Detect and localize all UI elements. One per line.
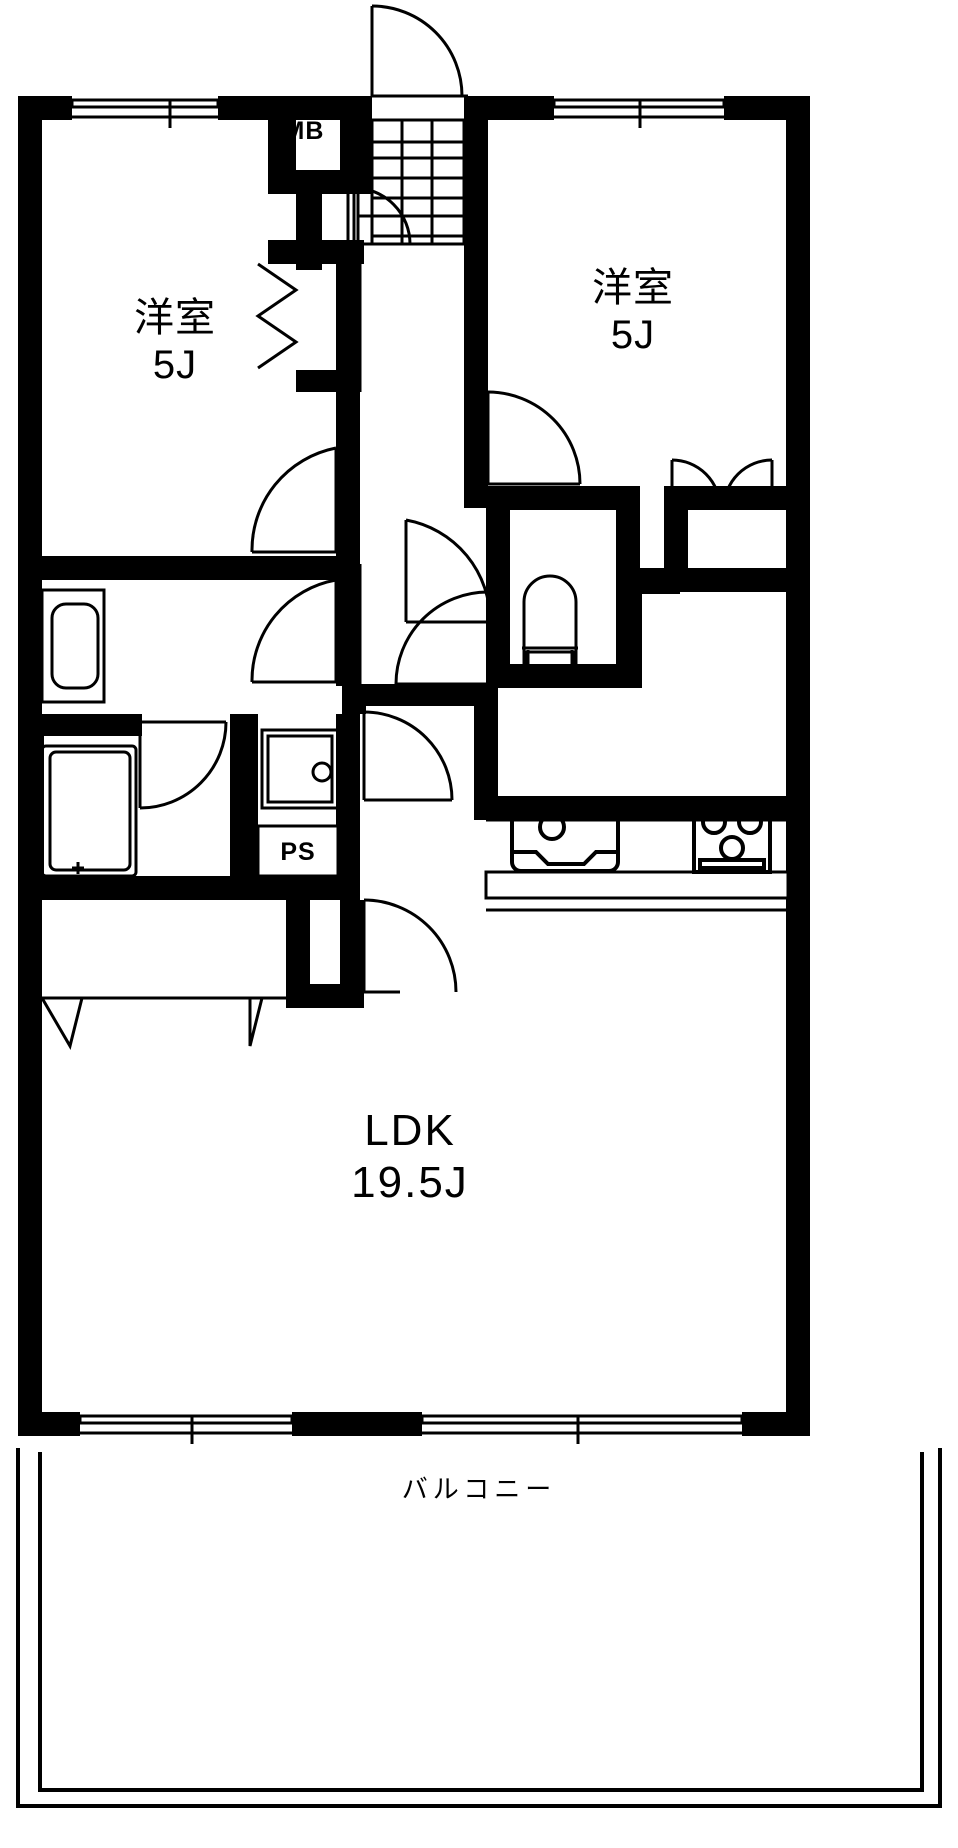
shoe-cupboard-door	[346, 186, 412, 246]
ldk-north-sliding-door	[40, 996, 286, 1050]
room-label-bedroom-right: 洋室 5J	[528, 265, 738, 359]
thin-lines	[16, 4, 942, 1808]
entrance-tile-grid	[356, 118, 466, 246]
door-washroom-corridor	[250, 578, 338, 684]
window-bedroom-right	[552, 98, 726, 128]
door-kitchen	[362, 710, 454, 802]
room-name: LDK	[364, 1106, 456, 1155]
entrance-door	[370, 4, 468, 98]
door-hall-ldk	[362, 898, 458, 994]
door-bath	[138, 720, 228, 810]
toilet-fixture	[522, 574, 578, 674]
kitchen-sink	[510, 803, 620, 873]
room-size: 5J	[610, 313, 656, 358]
meter-box-label: MB	[283, 117, 325, 145]
window-ldk-south	[78, 1414, 744, 1444]
closet-double-door-right	[670, 458, 774, 510]
ps-box	[256, 824, 340, 878]
balcony-label: バルコニー	[401, 1474, 557, 1504]
door-bedroom-right	[486, 390, 582, 486]
walls	[18, 96, 810, 1436]
balcony-outline	[16, 1448, 942, 1808]
door-hall-centre	[404, 518, 492, 624]
wash-basin	[40, 588, 106, 704]
door-toilet	[394, 590, 490, 686]
pipe-space-label: PS	[280, 838, 316, 866]
closet-folding-door-left	[255, 262, 299, 370]
room-name: 洋室	[592, 266, 674, 310]
bathtub	[40, 744, 138, 878]
room-name: 洋室	[134, 296, 216, 340]
room-size: 19.5J	[351, 1157, 469, 1207]
room-size: 5J	[152, 343, 198, 388]
window-bedroom-left	[70, 98, 220, 128]
door-bedroom-left	[250, 446, 338, 554]
washing-machine-space	[260, 728, 340, 810]
room-label-ldk: LDK 19.5J	[305, 1105, 515, 1209]
room-label-bedroom-left: 洋室 5J	[70, 295, 280, 389]
gas-stove	[692, 800, 772, 874]
kitchen-counter	[484, 818, 790, 912]
